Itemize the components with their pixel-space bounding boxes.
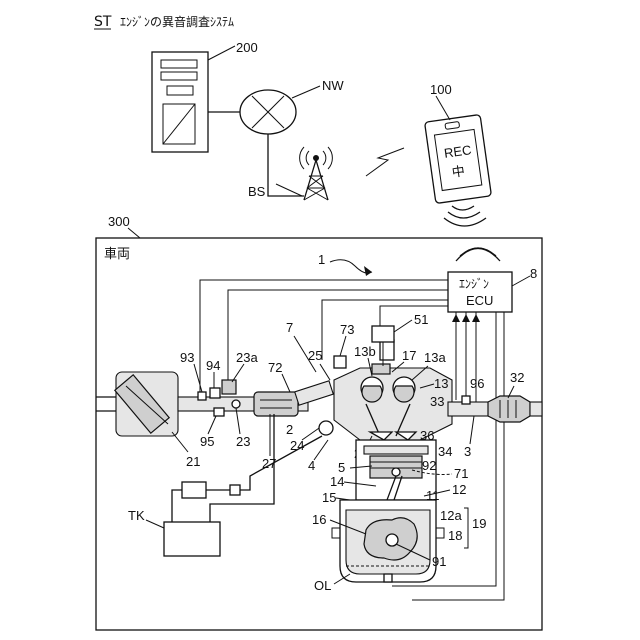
wireless-link — [366, 148, 404, 176]
leader-25 — [320, 364, 330, 380]
leader-200 — [208, 46, 235, 60]
leader-51 — [394, 320, 412, 332]
leader-300 — [128, 228, 140, 238]
label-33: 33 — [430, 394, 444, 409]
title-code: ST — [94, 14, 112, 30]
label-5: 5 — [338, 460, 345, 475]
label-1: 1 — [318, 252, 325, 267]
leader-tk — [146, 520, 164, 528]
label-15: 15 — [322, 490, 336, 505]
label-14: 14 — [330, 474, 344, 489]
label-4: 4 — [308, 458, 315, 473]
label-18: 18 — [448, 528, 462, 543]
label-19: 19 — [472, 516, 486, 531]
leader-1-arrowhead — [364, 266, 372, 276]
label-17: 17 — [402, 348, 416, 363]
leader-93 — [194, 364, 202, 392]
label-100: 100 — [430, 82, 452, 97]
label-94: 94 — [206, 358, 220, 373]
label-92: 92 — [422, 458, 436, 473]
label-95: 95 — [200, 434, 214, 449]
title-text: ｴﾝｼﾞﾝの異音調査ｼｽﾃﾑ — [120, 14, 234, 29]
label-13a: 13a — [424, 350, 446, 365]
label-21: 21 — [186, 454, 200, 469]
label-tk: TK — [128, 508, 145, 523]
server — [152, 52, 208, 152]
label-73: 73 — [340, 322, 354, 337]
network-node — [240, 90, 296, 134]
sensor-51 — [372, 326, 394, 342]
label-96: 96 — [470, 376, 484, 391]
fuel-tank — [164, 522, 220, 556]
leader-100 — [436, 96, 450, 120]
base-station-tower — [300, 147, 333, 200]
label-7: 7 — [286, 320, 293, 335]
label-nw: NW — [322, 78, 344, 93]
label-51: 51 — [414, 312, 428, 327]
sound-waves-ecu — [456, 248, 500, 261]
ecu-text-line2: ECU — [466, 293, 493, 308]
label-2: 2 — [286, 422, 293, 437]
label-300: 300 — [108, 214, 130, 229]
label-bs: BS — [248, 184, 266, 199]
label-200: 200 — [236, 40, 258, 55]
label-8: 8 — [530, 266, 537, 281]
leader-73 — [340, 336, 346, 356]
sensor-96 — [462, 396, 470, 404]
label-13b: 13b — [354, 344, 376, 359]
sound-waves-mobile — [444, 206, 486, 226]
mobile-screen-mid: 中 — [451, 163, 466, 180]
leader-23a — [232, 364, 244, 382]
leader-nw — [292, 86, 320, 98]
label-91: 91 — [432, 554, 446, 569]
leader-bs — [276, 184, 302, 196]
label-32: 32 — [510, 370, 524, 385]
label-25: 25 — [308, 348, 322, 363]
leader-8 — [512, 276, 530, 286]
link-nw-bs — [268, 134, 304, 196]
ecu-text-line1: ｴﾝｼﾞﾝ — [459, 277, 489, 291]
label-34: 34 — [438, 444, 452, 459]
crankcase — [332, 500, 444, 582]
label-3: 3 — [464, 444, 471, 459]
injector — [319, 421, 333, 435]
label-13: 13 — [434, 376, 448, 391]
leader-23 — [236, 408, 240, 434]
leader-95 — [208, 416, 216, 434]
label-ol: OL — [314, 578, 331, 593]
bracket-19 — [464, 508, 468, 548]
label-16: 16 — [312, 512, 326, 527]
leader-4 — [314, 440, 328, 460]
label-71: 71 — [454, 466, 468, 481]
leader-3 — [470, 416, 474, 444]
air-cleaner — [115, 372, 178, 436]
leader-72 — [282, 374, 290, 392]
sensor-73 — [334, 356, 346, 368]
vehicle-label: 車両 — [104, 247, 130, 262]
label-12a: 12a — [440, 508, 462, 523]
leader-21 — [172, 432, 188, 452]
label-93: 93 — [180, 350, 194, 365]
mobile-terminal — [425, 115, 492, 204]
label-12: 12 — [452, 482, 466, 497]
label-72: 72 — [268, 360, 282, 375]
label-23: 23 — [236, 434, 250, 449]
label-23a: 23a — [236, 350, 258, 365]
